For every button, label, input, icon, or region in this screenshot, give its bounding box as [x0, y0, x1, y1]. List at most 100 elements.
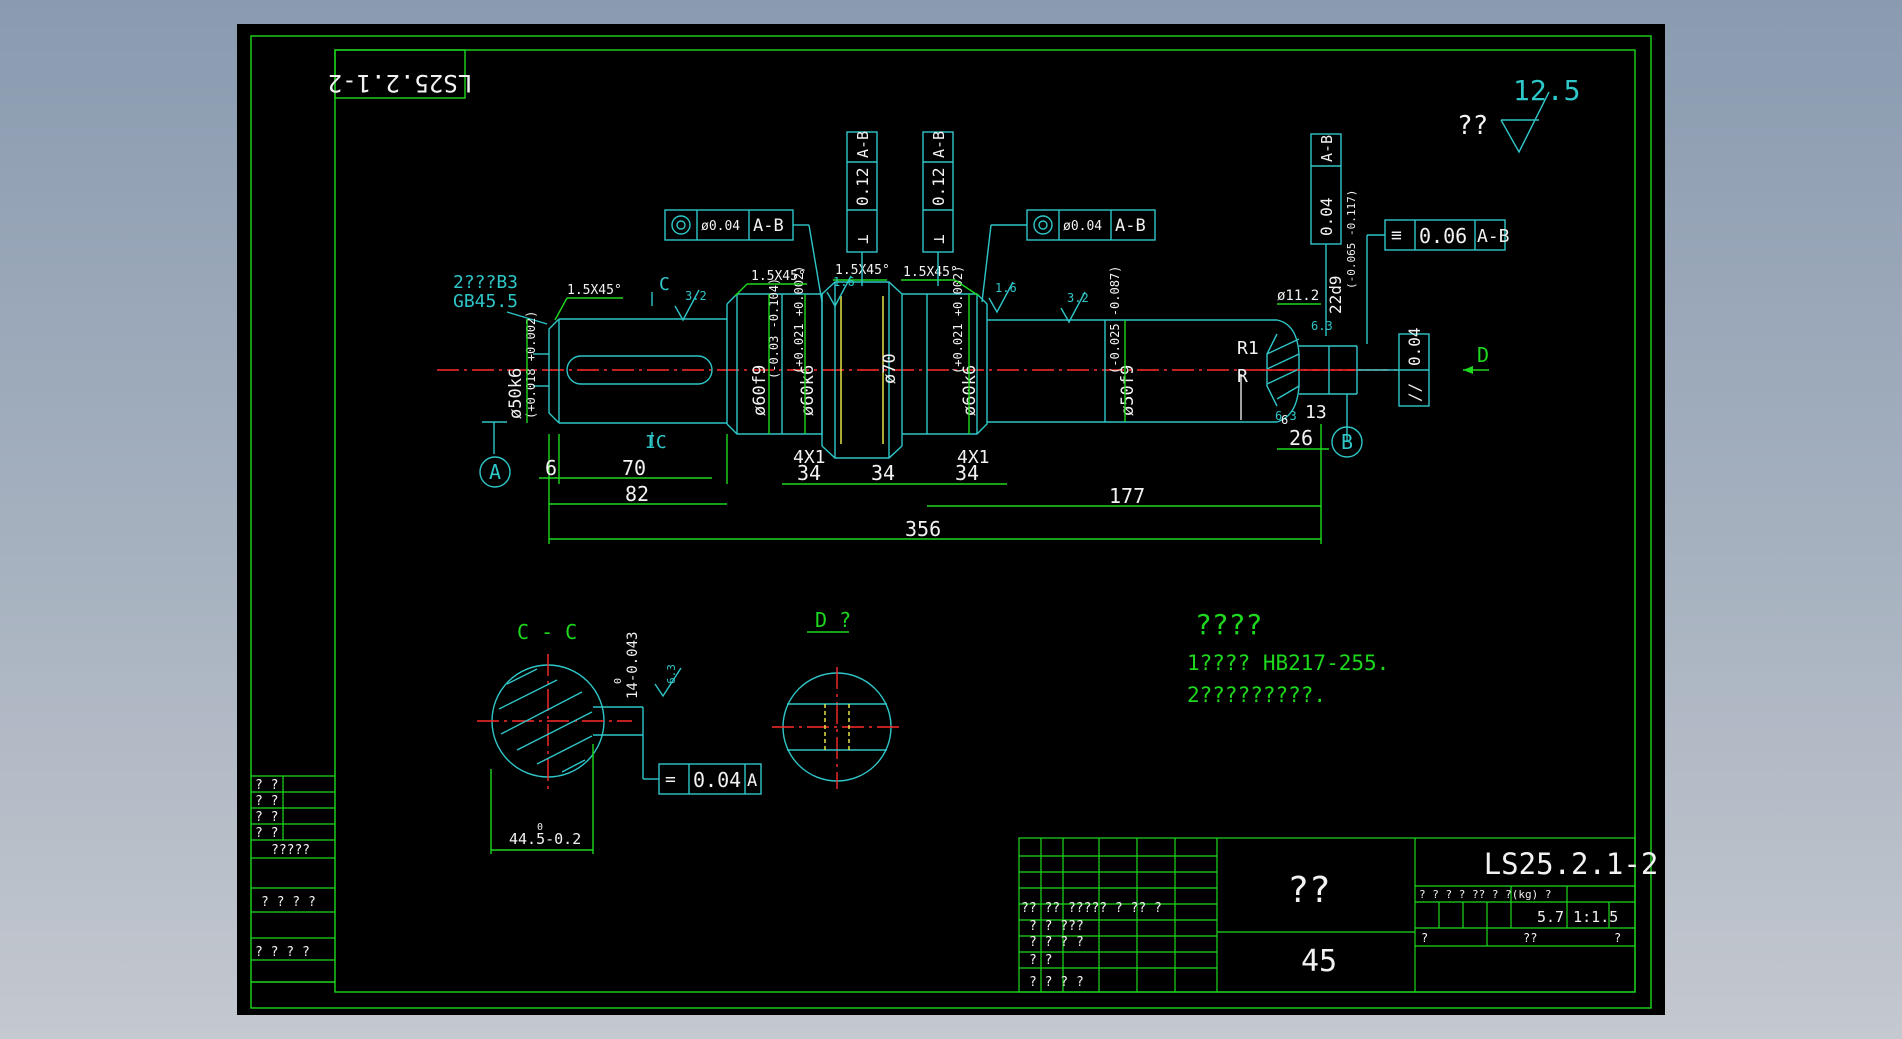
title-block-cell: ? [1421, 931, 1428, 945]
svg-text:3.2: 3.2 [685, 289, 707, 303]
radius-r2: R [1237, 366, 1248, 387]
diameter-labels: ø50k6 (+0.018 +0.002) ø60f9 (-0.03 -0.10… [506, 190, 1358, 419]
svg-text:22d9: 22d9 [1326, 275, 1345, 314]
length-6b: 6 [1281, 413, 1288, 427]
title-block-row: ? ? ? ? [1029, 935, 1084, 950]
svg-text:(-0.025 -0.087): (-0.025 -0.087) [1108, 266, 1122, 374]
svg-text:70: 70 [622, 456, 646, 480]
svg-text:34: 34 [797, 461, 821, 485]
svg-text:0: 0 [613, 678, 624, 684]
datum-b-label: B [1341, 430, 1353, 454]
mirrored-code-box [334, 49, 466, 99]
center-hole-note: 2???B3 [453, 272, 518, 293]
svg-text:4X1: 4X1 [793, 447, 826, 468]
tolerance-frames: ø0.04 A-B ø0.04 A-B ⊥ 0.12 A-B ⊥ 0.12 A-… [664, 131, 1510, 407]
svg-text:6.3: 6.3 [1311, 319, 1333, 333]
svg-text:4X1: 4X1 [957, 447, 990, 468]
technical-requirements: ???? 1???? HB217-255. 2?????????. [1187, 608, 1389, 707]
drawing-canvas[interactable]: LS25.2.1-2 ? ? ? ? ? ? ? ? ????? ? ? ? ?… [237, 24, 1665, 1015]
svg-text:3.2: 3.2 [1067, 291, 1089, 305]
svg-text:=: = [665, 769, 676, 790]
left-revision-table: ? ? ? ? ? ? ? ? ????? ? ? ? ? ? ? ? ? [251, 775, 335, 961]
datum-a-label: A [489, 460, 501, 484]
svg-text:1.5X45°: 1.5X45° [903, 265, 958, 280]
outer-frame [250, 35, 1652, 1009]
svg-text:ø60k6: ø60k6 [960, 365, 980, 416]
left-table-cell: ? ? ? ? [261, 895, 316, 910]
svg-text:0: 0 [537, 822, 543, 833]
drawing-number: LS25.2.1-2 [1484, 847, 1659, 881]
roughness-symbols: 3.2 1.6 1.6 3.2 6.3 6.3 [674, 275, 1333, 423]
left-table-cell: ? ? [255, 794, 278, 809]
datum-a-symbol [479, 456, 511, 488]
diameter-11-2: ø11.2 [1277, 288, 1319, 304]
title-block-header: ? ? ? ? ?? ? ?(kg) ? [1419, 888, 1551, 901]
svg-text:⊥: ⊥ [929, 234, 948, 244]
part-name: ?? [1287, 870, 1330, 911]
view-d: D ? [772, 608, 904, 789]
svg-text:0.12: 0.12 [929, 167, 948, 206]
title-block: ?? ?? ????? ? ?? ? ? ? ??? ? ? ? ? ? ? ?… [1018, 837, 1659, 993]
svg-text:A-B: A-B [1115, 216, 1146, 236]
left-table-cell: ? ? ? ? [255, 945, 310, 960]
svg-text:⊥: ⊥ [853, 234, 872, 244]
mirrored-drawing-number: LS25.2.1-2 [328, 69, 473, 97]
svg-text:0.12: 0.12 [853, 167, 872, 206]
svg-text:ø50k6: ø50k6 [506, 368, 526, 419]
title-block-cell: ?? [1523, 931, 1537, 945]
svg-text:0.04: 0.04 [1405, 327, 1424, 366]
title-block-row: ? ? [1029, 953, 1052, 968]
cad-viewport[interactable]: LS25.2.1-2 ? ? ? ? ? ? ? ? ????? ? ? ? ?… [237, 24, 1665, 1015]
svg-text:34: 34 [955, 461, 979, 485]
svg-text:????: ???? [1195, 608, 1262, 641]
section-c-marker-top: C [659, 274, 670, 295]
svg-text:(-0.065 -0.117): (-0.065 -0.117) [1345, 190, 1358, 289]
left-table-cell: ? ? [255, 826, 278, 841]
title-block-cell: ? [1614, 931, 1621, 945]
roughness-other-value: 12.5 [1513, 74, 1580, 107]
length-dimensions: 6 70 82 34 34 34 4X1 4X1 177 356 26 [539, 424, 1329, 544]
datum-b-symbol [1331, 426, 1363, 458]
left-table-cell: ????? [271, 843, 310, 858]
svg-text:(-0.03 -0.104): (-0.03 -0.104) [767, 278, 781, 379]
svg-text:2?????????.: 2?????????. [1187, 683, 1326, 707]
svg-text:1???? HB217-255.: 1???? HB217-255. [1187, 651, 1389, 675]
length-13: 13 [1305, 402, 1327, 423]
svg-text:34: 34 [871, 461, 895, 485]
svg-text:(+0.018 +0.002): (+0.018 +0.002) [524, 311, 538, 419]
view-d-marker: D [1477, 343, 1489, 367]
svg-text:1.5X45°: 1.5X45° [751, 269, 806, 284]
svg-text://: // [1405, 383, 1424, 402]
roughness-other-symbol [1500, 91, 1550, 154]
section-cc: C - C 14-0.043 0 6.3 44.5-0.2 0 = 0.04 A [477, 620, 762, 854]
svg-text:177: 177 [1109, 484, 1145, 508]
svg-text:A: A [747, 771, 757, 791]
svg-text:ø60k6: ø60k6 [798, 365, 818, 416]
svg-text:82: 82 [625, 482, 649, 506]
section-c-marker-bottom: IC [645, 432, 667, 453]
svg-text:0.04: 0.04 [693, 768, 741, 792]
svg-text:26: 26 [1289, 426, 1313, 450]
roughness-other-label: ?? [1457, 111, 1488, 141]
title-block-row: ?? ?? ????? ? ?? ? [1021, 901, 1162, 916]
svg-text:ø0.04: ø0.04 [701, 219, 740, 234]
svg-text:0.04: 0.04 [1317, 197, 1336, 236]
chamfer-notes: 1.5X45° 1.5X45° 1.5X45° 1.5X45° [554, 263, 980, 321]
svg-text:6: 6 [545, 456, 557, 480]
svg-text:6.3: 6.3 [665, 664, 678, 684]
svg-text:ø70: ø70 [880, 353, 900, 384]
svg-text:44.5-0.2: 44.5-0.2 [509, 830, 581, 848]
svg-text:(+0.021 +0.002): (+0.021 +0.002) [951, 266, 965, 374]
svg-text:1.5X45°: 1.5X45° [567, 283, 622, 298]
shaft-main-view [437, 281, 1397, 459]
svg-text:1.6: 1.6 [995, 281, 1017, 295]
svg-text:A-B: A-B [854, 131, 872, 158]
svg-text:(+0.021 +0.002): (+0.021 +0.002) [792, 266, 806, 374]
svg-text:A-B: A-B [753, 216, 784, 236]
svg-text:A-B: A-B [1477, 226, 1510, 247]
svg-text:ø50f9: ø50f9 [1118, 365, 1138, 416]
svg-text:≡: ≡ [1391, 225, 1402, 246]
weight-and-scale: 5.7 1:1.5 [1537, 908, 1618, 926]
center-hole-standard: GB45.5 [453, 291, 518, 312]
svg-text:D ?: D ? [815, 608, 851, 632]
